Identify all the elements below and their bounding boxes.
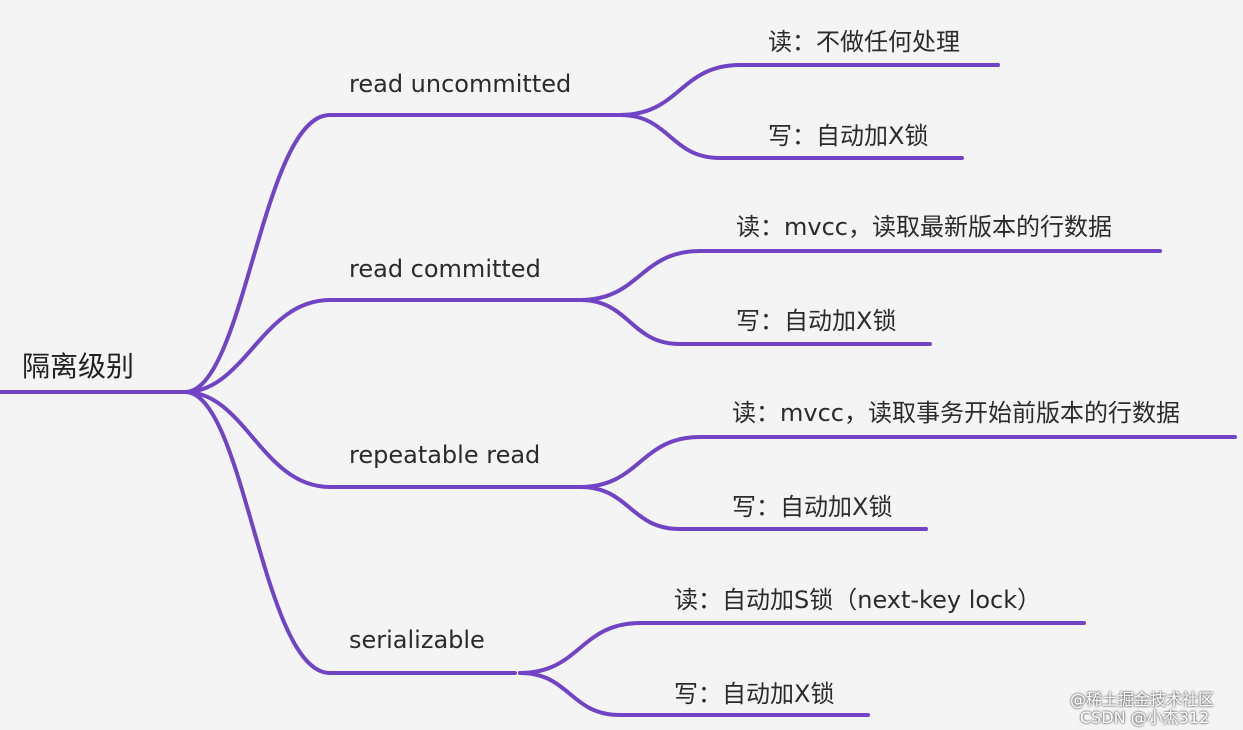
leaf-line-read-uncommitted-write xyxy=(618,113,964,160)
branch-line-read-committed xyxy=(183,298,592,394)
level-label-repeatable-read: repeatable read xyxy=(349,441,541,469)
leaf-read-uncommitted-read: 读：不做任何处理 xyxy=(768,28,960,56)
leaf-line-read-committed-read xyxy=(578,249,1162,302)
leaf-serializable-write: 写：自动加X锁 xyxy=(674,680,835,708)
leaf-line-repeatable-read-write xyxy=(578,485,928,531)
level-label-serializable: serializable xyxy=(349,626,485,654)
branch-line-serializable xyxy=(183,390,517,675)
leaf-repeatable-read-write: 写：自动加X锁 xyxy=(732,493,893,521)
level-label-read-uncommitted: read uncommitted xyxy=(349,70,572,98)
leaf-line-serializable-write xyxy=(518,671,870,717)
branch-line-repeatable-read xyxy=(183,390,592,489)
mindmap-edges xyxy=(0,63,1237,717)
watermark-csdn: CSDN @小杰312 xyxy=(1080,708,1210,727)
leaf-line-repeatable-read-read xyxy=(578,435,1237,489)
leaf-line-serializable-read xyxy=(518,621,1086,675)
root-node-label: 隔离级别 xyxy=(22,350,135,383)
leaf-read-committed-read: 读：mvcc，读取最新版本的行数据 xyxy=(736,213,1112,241)
leaf-serializable-read: 读：自动加S锁（next-key lock） xyxy=(674,586,1042,614)
leaf-line-read-committed-write xyxy=(578,298,932,346)
level-label-read-committed: read committed xyxy=(349,255,541,283)
leaf-read-committed-write: 写：自动加X锁 xyxy=(736,307,897,335)
watermark-juejin: @稀土掘金技术社区 xyxy=(1070,690,1215,709)
leaf-line-read-uncommitted-read xyxy=(618,63,1000,117)
branch-line-read-uncommitted xyxy=(183,113,622,394)
leaf-read-uncommitted-write: 写：自动加X锁 xyxy=(768,122,929,150)
leaf-repeatable-read-read: 读：mvcc，读取事务开始前版本的行数据 xyxy=(732,399,1180,427)
